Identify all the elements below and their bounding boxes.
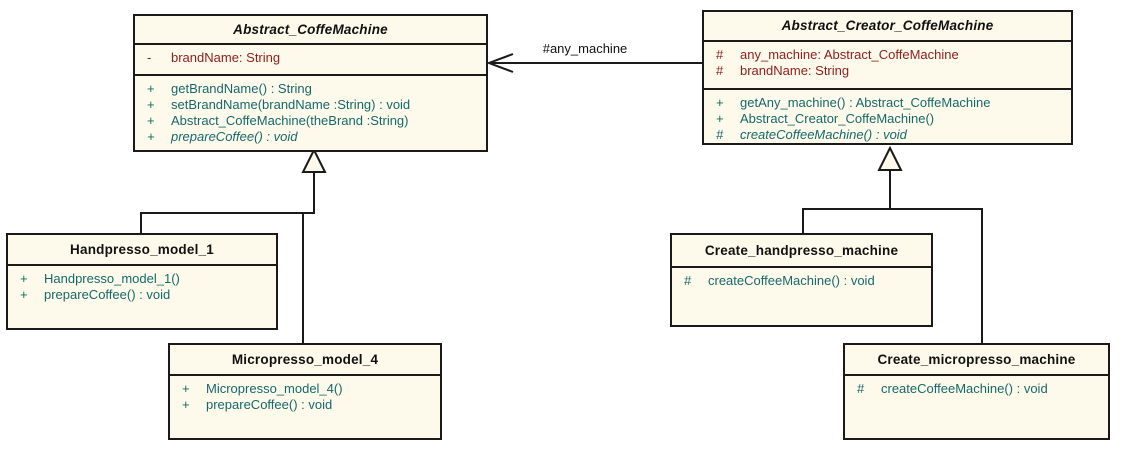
attributes-compartment: # any_machine: Abstract_CoffeMachine # b… [704,42,1071,90]
method-text: prepareCoffee() : void [206,397,333,412]
visibility-symbol: - [147,50,152,65]
class-micropresso-model-4: Micropresso_model_4 + Micropresso_model_… [168,343,442,440]
method-row: + prepareCoffee() : void [8,287,276,303]
visibility-symbol: + [182,381,190,396]
visibility-symbol: + [147,113,155,128]
method-row: + setBrandName(brandName :String) : void [135,97,486,113]
method-text: getBrandName() : String [171,81,312,96]
class-handpresso-model-1: Handpresso_model_1 + Handpresso_model_1(… [6,233,278,330]
method-text: getAny_machine() : Abstract_CoffeMachine [740,95,991,110]
class-title: Handpresso_model_1 [8,235,276,266]
method-row: + Abstract_Creator_CoffeMachine() [704,111,1071,127]
visibility-symbol: + [716,111,724,126]
visibility-symbol: # [684,273,692,288]
method-row: + prepareCoffee() : void [135,129,486,145]
attribute-text: any_machine: Abstract_CoffeMachine [740,47,959,62]
association-label: #any_machine [542,41,628,56]
class-title: Create_handpresso_machine [672,235,931,268]
attribute-row: # brandName: String [704,63,1071,79]
association-any-machine-edge [486,53,702,73]
attribute-row: - brandName: String [135,50,486,66]
method-text: createCoffeeMachine() : void [740,127,907,142]
method-text: createCoffeeMachine() : void [881,381,1048,396]
methods-compartment: # createCoffeeMachine() : void [845,376,1108,438]
method-row: + prepareCoffee() : void [170,397,440,413]
class-title: Abstract_Creator_CoffeMachine [704,12,1071,42]
visibility-symbol: + [716,95,724,110]
visibility-symbol: # [857,381,865,396]
visibility-symbol: + [182,397,190,412]
method-row: # createCoffeeMachine() : void [704,127,1071,143]
class-title: Abstract_CoffeMachine [135,16,486,45]
method-text: Micropresso_model_4() [206,381,343,396]
visibility-symbol: + [20,271,28,286]
method-row: # createCoffeeMachine() : void [845,381,1108,397]
method-text: prepareCoffee() : void [171,129,298,144]
visibility-symbol: + [147,81,155,96]
visibility-symbol: # [716,127,724,142]
method-row: + getBrandName() : String [135,81,486,97]
visibility-symbol: + [147,97,155,112]
method-row: + Micropresso_model_4() [170,381,440,397]
methods-compartment: + getAny_machine() : Abstract_CoffeMachi… [704,90,1071,143]
class-title: Micropresso_model_4 [170,345,440,376]
methods-compartment: + Handpresso_model_1() + prepareCoffee()… [8,266,276,328]
attribute-text: brandName: String [740,63,850,78]
open-arrowhead-icon [486,53,514,73]
class-title: Create_micropresso_machine [845,345,1108,376]
method-text: prepareCoffee() : void [44,287,171,302]
methods-compartment: # createCoffeeMachine() : void [672,268,931,325]
method-text: createCoffeeMachine() : void [708,273,875,288]
class-create-handpresso-machine: Create_handpresso_machine # createCoffee… [670,233,933,327]
visibility-symbol: # [716,63,724,78]
inheritance-triangle-icon [877,145,903,171]
class-abstract-coffemachine: Abstract_CoffeMachine - brandName: Strin… [133,14,488,152]
method-text: Abstract_Creator_CoffeMachine() [740,111,935,126]
method-text: Handpresso_model_1() [44,271,180,286]
method-row: + Handpresso_model_1() [8,271,276,287]
visibility-symbol: + [147,129,155,144]
method-text: Abstract_CoffeMachine(theBrand :String) [171,113,409,128]
methods-compartment: + getBrandName() : String + setBrandName… [135,76,486,150]
attributes-compartment: - brandName: String [135,45,486,76]
class-create-micropresso-machine: Create_micropresso_machine # createCoffe… [843,343,1110,440]
inheritance-triangle-icon [301,147,327,173]
method-text: setBrandName(brandName :String) : void [171,97,411,112]
visibility-symbol: + [20,287,28,302]
attribute-row: # any_machine: Abstract_CoffeMachine [704,47,1071,63]
class-abstract-creator-coffemachine: Abstract_Creator_CoffeMachine # any_mach… [702,10,1073,145]
method-row: # createCoffeeMachine() : void [672,273,931,289]
method-row: + Abstract_CoffeMachine(theBrand :String… [135,113,486,129]
visibility-symbol: # [716,47,724,62]
method-row: + getAny_machine() : Abstract_CoffeMachi… [704,95,1071,111]
methods-compartment: + Micropresso_model_4() + prepareCoffee(… [170,376,440,438]
attribute-text: brandName: String [171,50,281,65]
